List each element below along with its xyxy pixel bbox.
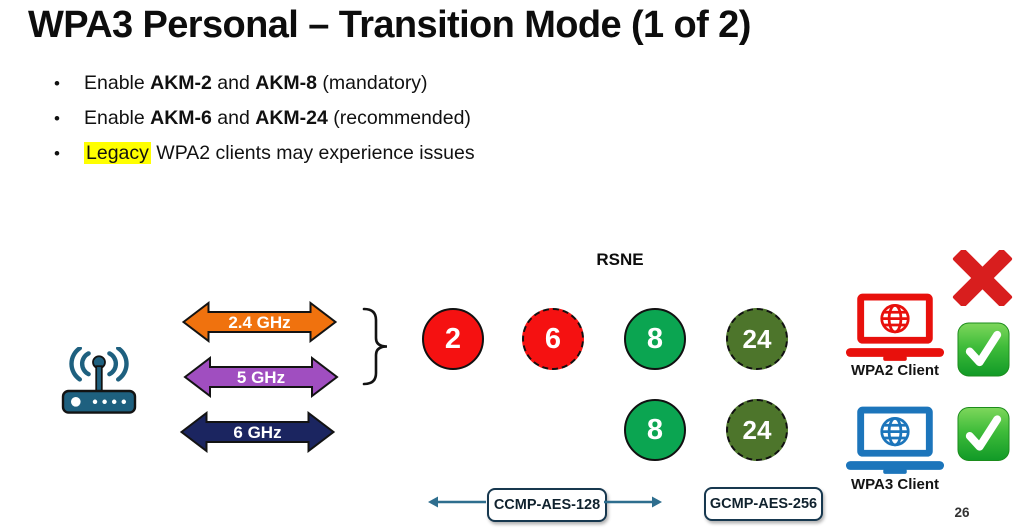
bullet-item-legacy-clients: • Legacy WPA2 clients may experience iss… bbox=[54, 142, 694, 165]
akm-circle-8-row2: 8 bbox=[624, 399, 686, 461]
bullet-marker: • bbox=[54, 109, 60, 128]
cipher-label: CCMP-AES-128 bbox=[493, 497, 601, 513]
band-arrow-2-4ghz: 2.4 GHz bbox=[181, 301, 338, 343]
highlighted-word: Legacy bbox=[84, 142, 151, 164]
akm-circle-24-row2: 24 bbox=[726, 399, 788, 461]
band-arrow-6ghz: 6 GHz bbox=[179, 411, 336, 453]
bullet-list: • Enable AKM-2 and AKM-8 (mandatory) • E… bbox=[54, 72, 694, 177]
bullet-item-akm6-akm24: • Enable AKM-6 and AKM-24 (recommended) bbox=[54, 107, 694, 130]
wpa2-client-label: WPA2 Client bbox=[850, 362, 940, 379]
bullet-text: Enable AKM-2 and AKM-8 (mandatory) bbox=[84, 72, 428, 94]
globe-icon bbox=[880, 304, 910, 334]
band-label: 6 GHz bbox=[233, 423, 281, 442]
band-label: 5 GHz bbox=[237, 368, 285, 387]
bullet-item-akm2-akm8: • Enable AKM-2 and AKM-8 (mandatory) bbox=[54, 72, 694, 95]
cipher-box-ccmp-aes-128: CCMP-AES-128 bbox=[487, 488, 607, 522]
akm-circle-2: 2 bbox=[422, 308, 484, 370]
wpa3-client-laptop-icon bbox=[845, 406, 945, 474]
akm-circle-8: 8 bbox=[624, 308, 686, 370]
check-mark-icon bbox=[957, 322, 1010, 377]
cross-mark-icon bbox=[952, 250, 1013, 306]
band-label: 2.4 GHz bbox=[228, 313, 290, 332]
rsne-label: RSNE bbox=[596, 250, 644, 269]
cipher-range-arrow-right bbox=[604, 496, 662, 508]
globe-icon bbox=[880, 417, 910, 447]
bullet-marker: • bbox=[54, 144, 60, 163]
bullet-marker: • bbox=[54, 74, 60, 93]
bullet-text: Enable AKM-6 and AKM-24 (recommended) bbox=[84, 107, 471, 129]
check-mark-icon bbox=[957, 407, 1010, 461]
akm-circle-24: 24 bbox=[726, 308, 788, 370]
cipher-label: GCMP-AES-256 bbox=[709, 496, 818, 512]
bullet-text: Legacy WPA2 clients may experience issue… bbox=[84, 142, 475, 164]
band-arrow-5ghz: 5 GHz bbox=[183, 356, 339, 398]
wpa3-client-label: WPA3 Client bbox=[850, 476, 940, 493]
page-number: 26 bbox=[954, 505, 970, 520]
page-title: WPA3 Personal – Transition Mode (1 of 2) bbox=[28, 4, 751, 46]
akm-circle-6: 6 bbox=[522, 308, 584, 370]
cipher-range-arrow-left bbox=[428, 496, 486, 508]
wpa2-client-laptop-icon bbox=[845, 293, 945, 361]
wireless-router-icon bbox=[61, 347, 137, 414]
cipher-box-gcmp-aes-256: GCMP-AES-256 bbox=[704, 487, 823, 521]
curly-brace-icon bbox=[362, 307, 388, 386]
